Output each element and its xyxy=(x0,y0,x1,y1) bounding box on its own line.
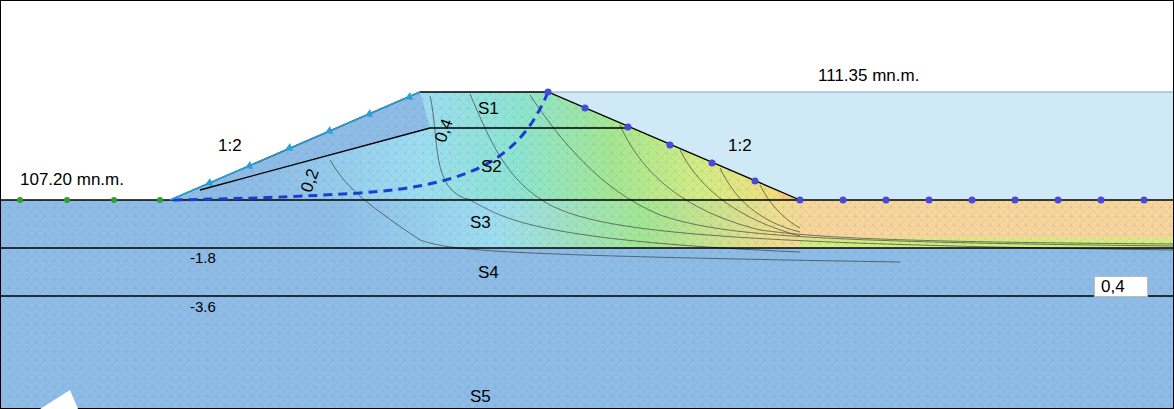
elevation-label: 107.20 mn.m. xyxy=(20,171,124,188)
layer-name: S2 xyxy=(481,158,502,175)
elevation-label: 111.35 mn.m. xyxy=(818,67,919,84)
contour-value: 0,4 xyxy=(1094,276,1148,297)
layer-name: S1 xyxy=(478,100,499,117)
depth-label: -1.8 xyxy=(190,250,216,265)
layer-name: S3 xyxy=(470,214,491,231)
slope-ratio: 1:2 xyxy=(728,137,752,154)
depth-label: -3.6 xyxy=(190,299,216,314)
layer-name: S4 xyxy=(478,264,499,281)
slope-ratio: 1:2 xyxy=(218,137,242,154)
layer-name: S5 xyxy=(470,388,491,405)
